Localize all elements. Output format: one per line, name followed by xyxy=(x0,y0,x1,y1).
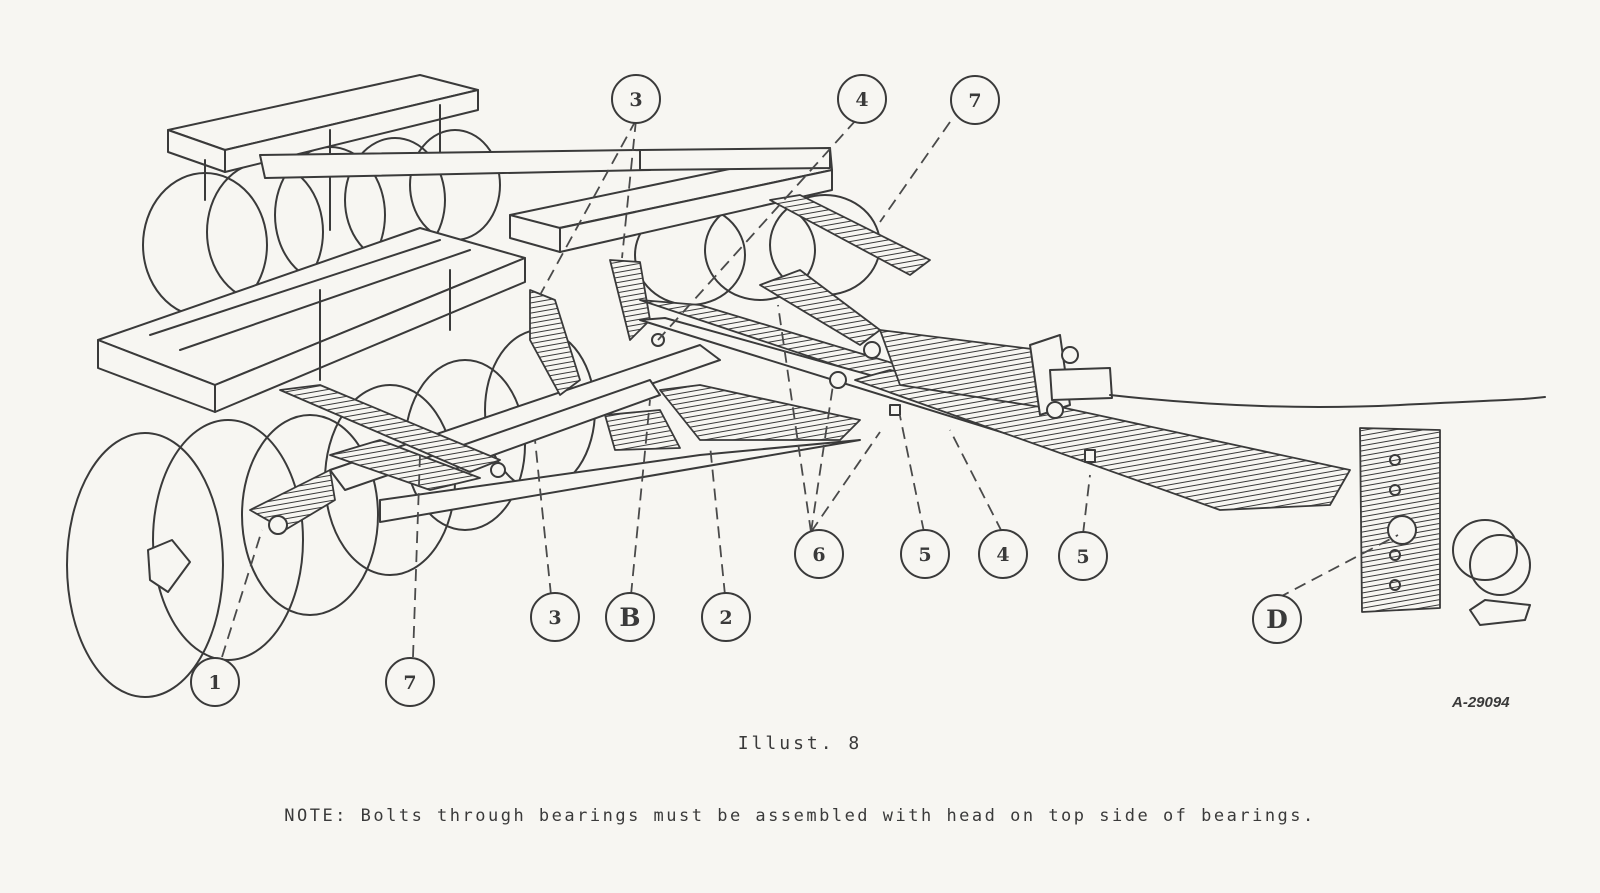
hatched-bars xyxy=(249,194,931,531)
leader-lines xyxy=(221,119,1399,658)
svg-text:4: 4 xyxy=(996,544,1009,566)
svg-text:5: 5 xyxy=(918,544,931,566)
callout-1: 1 xyxy=(190,657,240,707)
callout-7-bottom: 7 xyxy=(385,657,435,707)
callout-5-right: 5 xyxy=(1058,531,1108,581)
figure-caption: Illust. 8 xyxy=(737,733,863,754)
front-gang-frame xyxy=(97,227,526,413)
svg-text:6: 6 xyxy=(812,544,825,566)
callout-4-top: 4 xyxy=(837,74,887,124)
svg-text:3: 3 xyxy=(629,89,642,111)
drawing-number: A-29094 xyxy=(1452,694,1510,711)
svg-text:7: 7 xyxy=(403,672,416,694)
callout-2: 2 xyxy=(701,592,751,642)
svg-text:2: 2 xyxy=(719,607,732,629)
callout-3-top: 3 xyxy=(611,74,661,124)
assembly-note: NOTE: Bolts through bearings must be ass… xyxy=(284,806,1316,826)
callout-4-bottom: 4 xyxy=(978,529,1028,579)
svg-text:5: 5 xyxy=(1076,546,1089,568)
svg-text:7: 7 xyxy=(968,90,981,112)
svg-text:1: 1 xyxy=(208,672,221,694)
svg-text:4: 4 xyxy=(855,89,868,111)
svg-text:3: 3 xyxy=(548,607,561,629)
svg-text:B: B xyxy=(619,603,640,632)
callout-3-bottom: 3 xyxy=(530,592,580,642)
tongue-assembly xyxy=(268,299,1546,626)
callout-b: B xyxy=(605,592,655,642)
callout-7-top: 7 xyxy=(950,75,1000,125)
callout-6: 6 xyxy=(794,529,844,579)
svg-text:D: D xyxy=(1266,605,1288,634)
callout-d: D xyxy=(1252,594,1302,644)
callout-5-left: 5 xyxy=(900,529,950,579)
rear-gang-frame xyxy=(167,74,833,253)
